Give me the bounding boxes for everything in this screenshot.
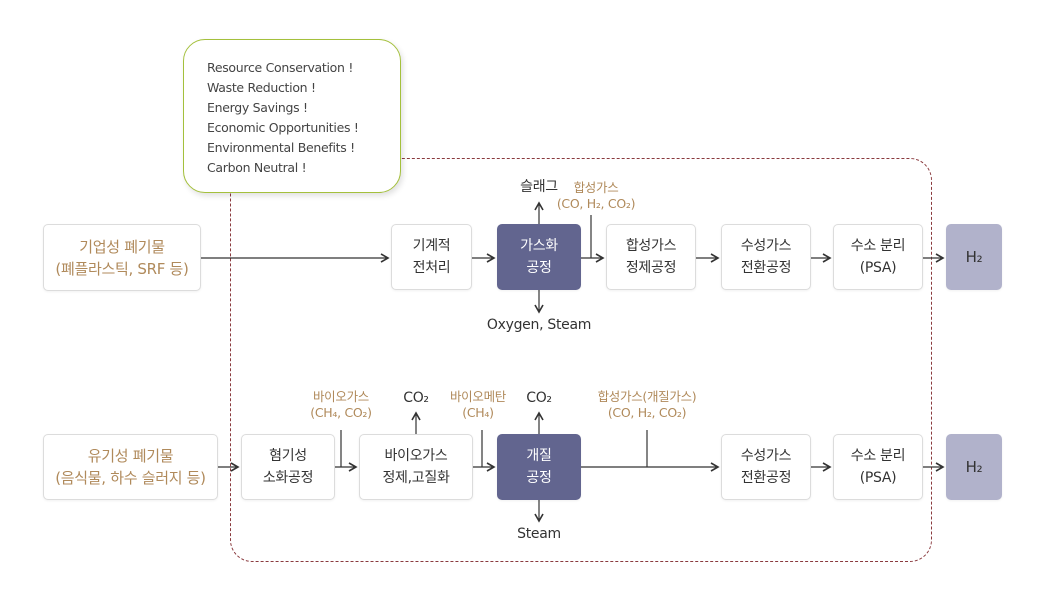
anaerobic-digestion-box: 혐기성 소화공정 [241,434,335,500]
label-line: (CO, H₂, CO₂) [556,196,636,211]
steam-label: Steam [517,526,561,542]
box-label: 수성가스 [740,238,792,254]
water-gas-shift-box: 수성가스 전환공정 [721,224,811,290]
box-label: 전환공정 [740,260,792,276]
box-label: H₂ [965,458,983,476]
box-label: 유기성 폐기물 [87,447,174,465]
box-label: 기계적 [412,238,451,254]
syngas-label: 합성가스 (CO, H₂, CO₂) [556,180,636,212]
reforming-co2-label: CO₂ [526,390,552,406]
note-line: Carbon Neutral ! [207,160,307,175]
box-label: 수소 분리 [850,448,906,464]
box-label: 바이오가스 [384,448,448,464]
label-line: 바이오가스 [312,389,369,404]
hydrogen-psa-box-bottom: 수소 분리 (PSA) [833,434,923,500]
oxygen-steam-label: Oxygen, Steam [486,317,592,333]
box-label: 정제공정 [625,260,677,276]
box-label: 전환공정 [740,470,792,486]
system-boundary-frame [230,158,932,562]
box-label: 공정 [526,470,552,486]
box-label: 개질 [526,448,552,464]
box-label: 전처리 [412,260,451,276]
box-label: 수소 분리 [850,238,906,254]
biogas-upgrading-box: 바이오가스 정제,고질화 [359,434,473,500]
note-line: Energy Savings ! [207,100,308,115]
gasification-process-box: 가스화 공정 [497,224,581,290]
note-line: Resource Conservation ! [207,60,354,75]
box-label: 공정 [526,260,552,276]
biomethane-label: 바이오메탄 (CH₄) [443,389,513,421]
note-line: Economic Opportunities ! [207,120,359,135]
box-label: (폐플라스틱, SRF 등) [55,259,189,278]
slag-label: 슬래그 [520,179,558,195]
syngas-purification-box: 합성가스 정제공정 [606,224,696,290]
box-label: 혐기성 [269,448,307,464]
box-label: (음식물, 하수 슬러지 등) [55,469,206,487]
box-label: (PSA) [859,470,897,486]
benefits-note-box: Resource Conservation ! Waste Reduction … [183,39,401,193]
label-line: (CH₄) [462,405,494,420]
box-label: (PSA) [859,260,897,276]
label-line: 바이오메탄 [449,389,506,404]
box-label: 정제,고질화 [382,470,450,486]
box-label: H₂ [965,248,983,266]
label-line: 합성가스 [573,180,619,195]
biogas-label: 바이오가스 (CH₄, CO₂) [298,389,384,421]
note-line: Waste Reduction ! [207,80,316,95]
label-line: (CO, H₂, CO₂) [607,405,687,420]
reformed-gas-label: 합성가스(개질가스) (CO, H₂, CO₂) [584,389,710,421]
box-label: 합성가스 [625,238,677,254]
water-gas-shift-box-bottom: 수성가스 전환공정 [721,434,811,500]
organic-waste-source-box: 유기성 폐기물 (음식물, 하수 슬러지 등) [43,434,218,500]
box-label: 소화공정 [262,470,314,486]
note-line: Environmental Benefits ! [207,140,355,155]
box-label: 수성가스 [740,448,792,464]
upgrading-co2-label: CO₂ [403,390,429,406]
mechanical-pretreatment-box: 기계적 전처리 [391,224,472,290]
industrial-waste-source-box: 기업성 폐기물 (폐플라스틱, SRF 등) [43,224,201,291]
box-label: 기업성 폐기물 [79,237,165,256]
label-line: 합성가스(개질가스) [597,389,697,404]
hydrogen-output-box: H₂ [946,224,1002,290]
hydrogen-output-box-bottom: H₂ [946,434,1002,500]
reforming-process-box: 개질 공정 [497,434,581,500]
hydrogen-psa-box: 수소 분리 (PSA) [833,224,923,290]
label-line: (CH₄, CO₂) [310,405,372,420]
box-label: 가스화 [520,238,558,254]
